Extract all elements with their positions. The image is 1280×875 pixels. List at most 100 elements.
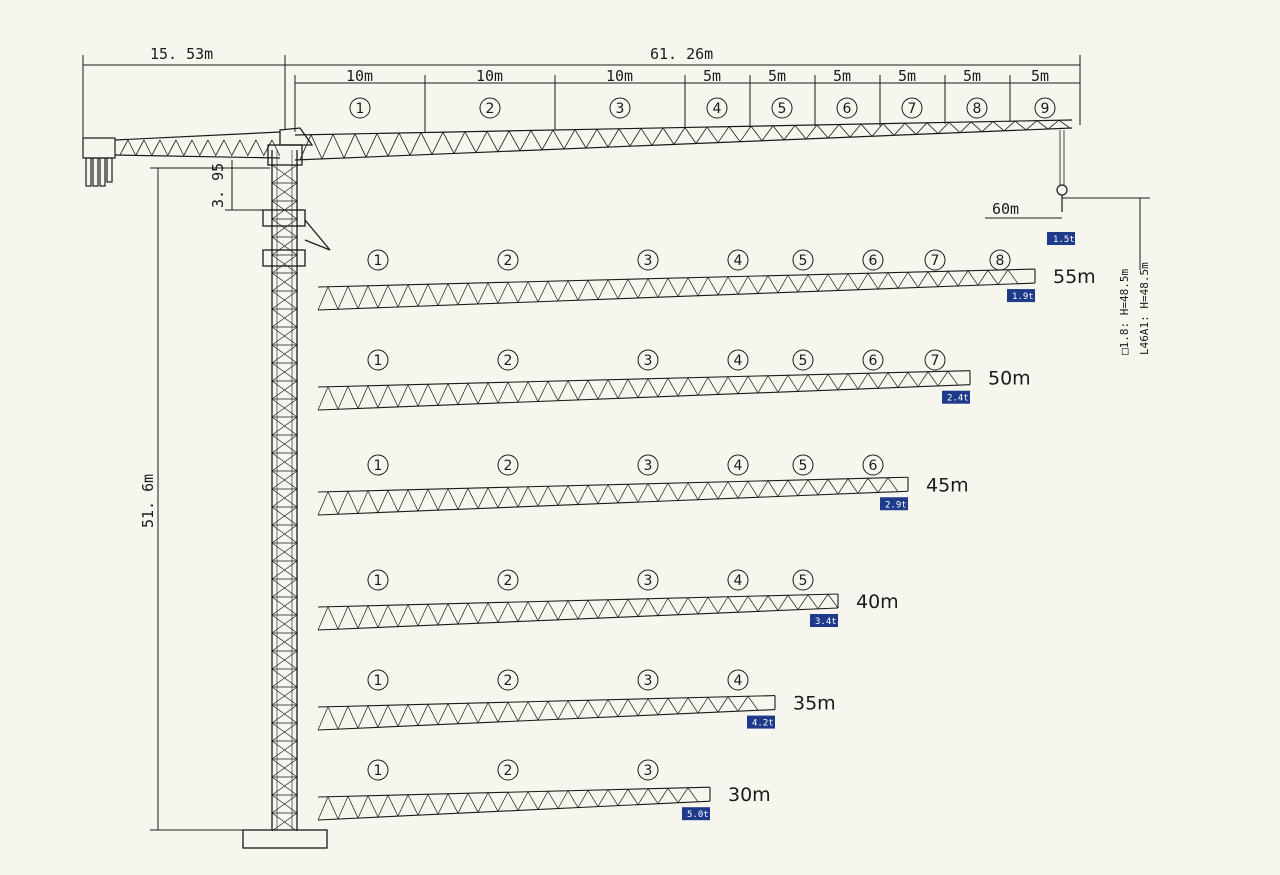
segment-number: 1 [356,101,365,117]
counter-jib [82,131,281,187]
section-number-circle [727,249,749,271]
section-number: 4 [734,673,743,689]
segment-number-circle [966,97,988,119]
section-number: 7 [931,253,940,269]
section-number-circle [727,349,749,371]
section-number: 1 [374,253,383,269]
section-number-circle [792,349,814,371]
section-number-circle [924,349,946,371]
dimension-lines [82,55,1150,831]
top-jib-segment: 10m 2 [476,67,503,119]
section-number-circle [637,349,659,371]
section-number-circle [367,569,389,591]
section-number: 4 [734,253,743,269]
section-number: 3 [644,458,653,474]
section-number: 5 [799,253,808,269]
hook-radius-dim: 60m [992,200,1019,218]
load-badge [747,715,775,729]
segment-number: 7 [908,101,917,117]
section-number-circle [367,759,389,781]
segment-number-circle [706,97,728,119]
segment-number-circle [836,97,858,119]
section-number-circle [792,249,814,271]
section-number: 2 [504,763,513,779]
section-number-circle [637,569,659,591]
section-number-circle [637,669,659,691]
section-number-circle [367,349,389,371]
section-number: 3 [644,673,653,689]
jib-length-label: 40m [856,591,899,613]
load-value: 2.4t [947,394,969,404]
top-tip-load-badge: 1.5t [1047,232,1075,245]
head-dim: 3. 95 [209,163,227,208]
top-jib-segment: 5m4 [703,67,728,119]
section-number-circle [792,569,814,591]
segment-length: 10m [606,67,633,85]
segment-number: 9 [1041,101,1050,117]
section-number: 2 [504,673,513,689]
section-number-circle [497,759,519,781]
section-number: 2 [504,458,513,474]
section-number-circle [862,349,884,371]
top-jib-segment: 5m 8 [963,67,988,119]
jib-length-label: 55m [1053,266,1096,288]
section-number: 3 [644,353,653,369]
counter-jib-dim: 15. 53m [150,45,213,63]
load-value: 1.9t [1012,292,1034,302]
segment-length: 5m [898,67,916,85]
segment-number-circle [349,97,371,119]
section-number: 3 [644,763,653,779]
note-line-2: L46A1: H=48.5m [1138,262,1151,355]
section-number-circle [637,454,659,476]
section-number-circle [497,349,519,371]
section-number-circle [367,454,389,476]
section-number-circle [637,759,659,781]
note-line-1: □1.8: H=48.5m [1118,269,1131,355]
section-number-circle [727,454,749,476]
section-number: 6 [869,253,878,269]
jib-length-label: 30m [728,784,771,806]
section-number: 1 [374,353,383,369]
section-number-circle [924,249,946,271]
segment-number: 5 [778,101,787,117]
section-number: 1 [374,573,383,589]
section-number-circle [862,454,884,476]
section-number: 2 [504,353,513,369]
total-jib-dim: 61. 26m [650,45,713,63]
jib-truss [317,786,711,821]
segment-number: 8 [973,101,982,117]
load-value: 2.9t [885,500,907,510]
section-number-circle [497,249,519,271]
segment-number-circle [901,97,923,119]
jib-length-label: 45m [926,474,969,496]
section-number: 2 [504,573,513,589]
load-badge [942,390,970,404]
section-number: 5 [799,573,808,589]
jib-truss [317,370,971,411]
section-number: 1 [374,458,383,474]
segment-number: 2 [486,101,495,117]
segment-length: 10m [476,67,503,85]
jib-length-label: 50m [988,368,1031,390]
section-number: 5 [799,353,808,369]
load-value: 4.2t [752,719,774,729]
section-number: 4 [734,458,743,474]
section-number-circle [727,569,749,591]
segment-number: 6 [843,101,852,117]
load-badge [1007,289,1035,303]
load-value: 3.4t [815,617,837,627]
top-tip-load: 1.5t [1053,235,1075,245]
segment-length: 5m [1031,67,1049,85]
segment-length: 5m [963,67,981,85]
load-badge [682,807,710,821]
section-number: 1 [374,673,383,689]
section-number: 7 [931,353,940,369]
